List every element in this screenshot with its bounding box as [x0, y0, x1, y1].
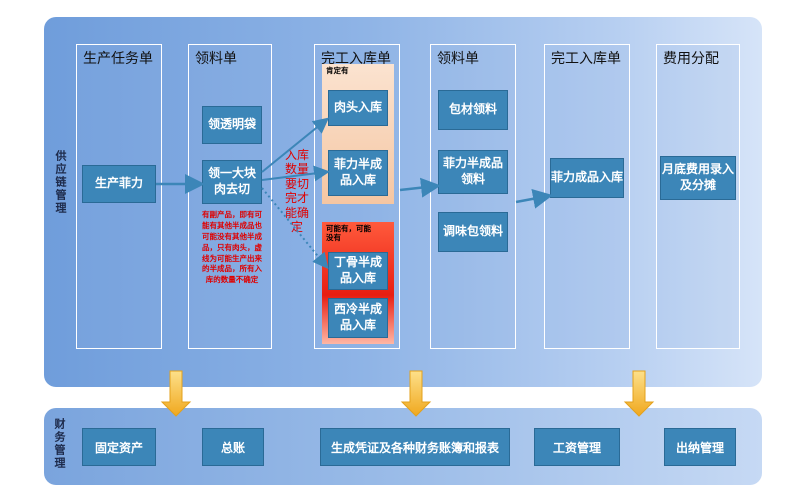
stage-title: 完工入库单	[551, 51, 621, 67]
box-meat-head-receipt[interactable]: 肉头入库	[328, 90, 388, 126]
stage-title: 完工入库单	[321, 51, 391, 67]
box-packaging-requisition[interactable]: 包材领料	[438, 90, 508, 130]
supply-chain-panel	[44, 17, 762, 387]
arrow-collect-to-meat-head	[261, 117, 330, 173]
stage-title: 生产任务单	[83, 51, 153, 67]
box-sirloin-semi-receipt[interactable]: 西冷半成品入库	[328, 298, 388, 338]
stage-title: 领料单	[195, 51, 237, 67]
group-possible-tag: 可能有，可能没有	[326, 224, 371, 243]
down-arrow-3	[623, 370, 655, 417]
box-t-bone-semi-receipt[interactable]: 丁骨半成品入库	[328, 252, 388, 290]
quantity-note: 入库数量要切完才能确定	[284, 148, 309, 234]
cashier-box[interactable]: 出纳管理	[664, 428, 736, 466]
supply-chain-label: 供应链管理	[54, 150, 67, 215]
payroll-box[interactable]: 工资管理	[534, 428, 620, 466]
down-arrow-2	[400, 370, 432, 417]
box-filet-semi-receipt[interactable]: 菲力半成品入库	[328, 150, 388, 196]
arrow-receipt-to-requisition	[399, 177, 441, 198]
box-filet-product-receipt[interactable]: 菲力成品入库	[550, 158, 624, 198]
fixed-assets-box[interactable]: 固定资产	[82, 428, 156, 466]
stage-title: 领料单	[437, 51, 479, 67]
box-filet-semi-requisition[interactable]: 菲力半成品领料	[438, 150, 508, 194]
arrow-requisition-to-product	[515, 188, 553, 209]
finance-label: 财务管理	[53, 418, 66, 470]
general-ledger-box[interactable]: 总账	[202, 428, 264, 466]
box-produce-filet[interactable]: 生产菲力	[82, 165, 156, 203]
down-arrow-1	[160, 370, 192, 417]
box-collect-meat[interactable]: 领一大块肉去切	[202, 160, 262, 204]
arrow-collect-to-filet-semi	[261, 165, 330, 182]
vouchers-reports-box[interactable]: 生成凭证及各种财务账簿和报表	[320, 428, 510, 466]
box-monthly-cost-entry[interactable]: 月底费用录入及分摊	[660, 156, 736, 200]
byproduct-note: 有副产品，即有可能有其他半成品也可能没有其他半成品，只有肉头，虚线为可能生产出来…	[202, 210, 262, 285]
arrow-collect-to-t-bone	[261, 187, 329, 270]
stage-title: 费用分配	[663, 51, 719, 67]
box-seasoning-requisition[interactable]: 调味包领料	[438, 212, 508, 252]
group-definite-tag: 肯定有	[326, 66, 349, 75]
box-collect-bags[interactable]: 领透明袋	[202, 106, 262, 144]
